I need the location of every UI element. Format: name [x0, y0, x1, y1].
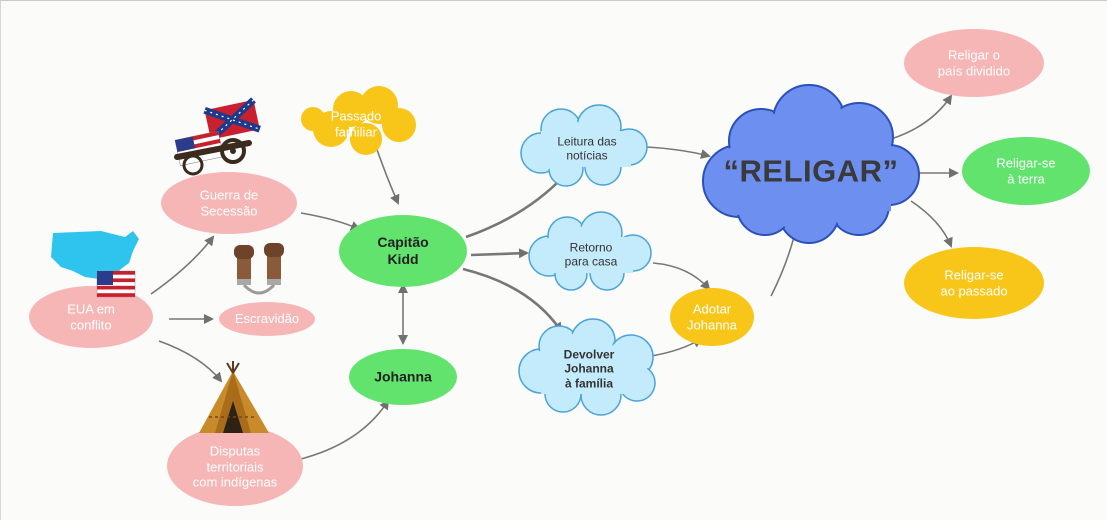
- node-johanna-label: Johanna: [374, 368, 432, 385]
- node-capitao-label: Capitão Kidd: [377, 234, 429, 267]
- node-passado-cloud: [301, 86, 416, 155]
- node-religar-pais-label: Religar o país dividido: [937, 47, 1011, 78]
- node-retorno-label: Retorno para casa: [564, 240, 618, 269]
- edge-capitao-devolver: [462, 267, 563, 333]
- chained-fists-icon: [234, 243, 284, 295]
- teepee-icon: [199, 361, 269, 433]
- node-disputas-shape: [167, 426, 303, 506]
- edge-leitura-religar: [646, 146, 711, 159]
- edge-eua-guerra: [150, 235, 215, 295]
- node-escravidao-label: Escravidão: [234, 311, 300, 327]
- node-adotar-label: Adotar Johanna: [687, 301, 737, 332]
- node-disputas-label: Disputas territoriais com indígenas: [192, 443, 278, 490]
- node-eua-label: EUA em conflito: [67, 301, 115, 332]
- cannon-icon: [174, 130, 252, 176]
- edge-passado-capitao: [373, 140, 400, 205]
- edge-retorno-adotar: [652, 262, 711, 291]
- node-guerra-label: Guerra de Secessão: [199, 187, 259, 218]
- node-religar-terra-label: Religar-se à terra: [996, 155, 1056, 186]
- node-adotar-shape: [670, 288, 754, 346]
- node-devolver-label: Devolver Johanna à família: [563, 347, 615, 391]
- edge-guerra-capitao: [300, 212, 361, 231]
- edge-eua-disputas: [158, 340, 223, 383]
- edge-religar-passado: [910, 200, 953, 248]
- edge-disputas-johanna: [300, 399, 390, 460]
- edge-capitao-retorno: [470, 248, 529, 259]
- node-religar-terra-shape: [962, 137, 1090, 205]
- node-eua-shape: [29, 286, 153, 348]
- node-escravidao-shape: [219, 302, 315, 336]
- node-johanna-shape: [349, 349, 457, 405]
- edge-religar-pais: [890, 94, 953, 140]
- node-religar-label: “RELIGAR”: [723, 153, 899, 189]
- edge-capitao-leitura: [465, 174, 566, 239]
- node-religar-passado-label: Religar-se ao passado: [940, 267, 1008, 298]
- node-capitao-shape: [339, 215, 467, 287]
- node-passado-label: Passado familiar: [330, 108, 382, 139]
- usa-flag-icon: [96, 270, 136, 298]
- node-leitura-label: Leitura das notícias: [557, 134, 617, 163]
- node-religar-passado-shape: [904, 247, 1044, 319]
- node-guerra-shape: [161, 172, 297, 234]
- node-religar-pais-shape: [904, 29, 1044, 97]
